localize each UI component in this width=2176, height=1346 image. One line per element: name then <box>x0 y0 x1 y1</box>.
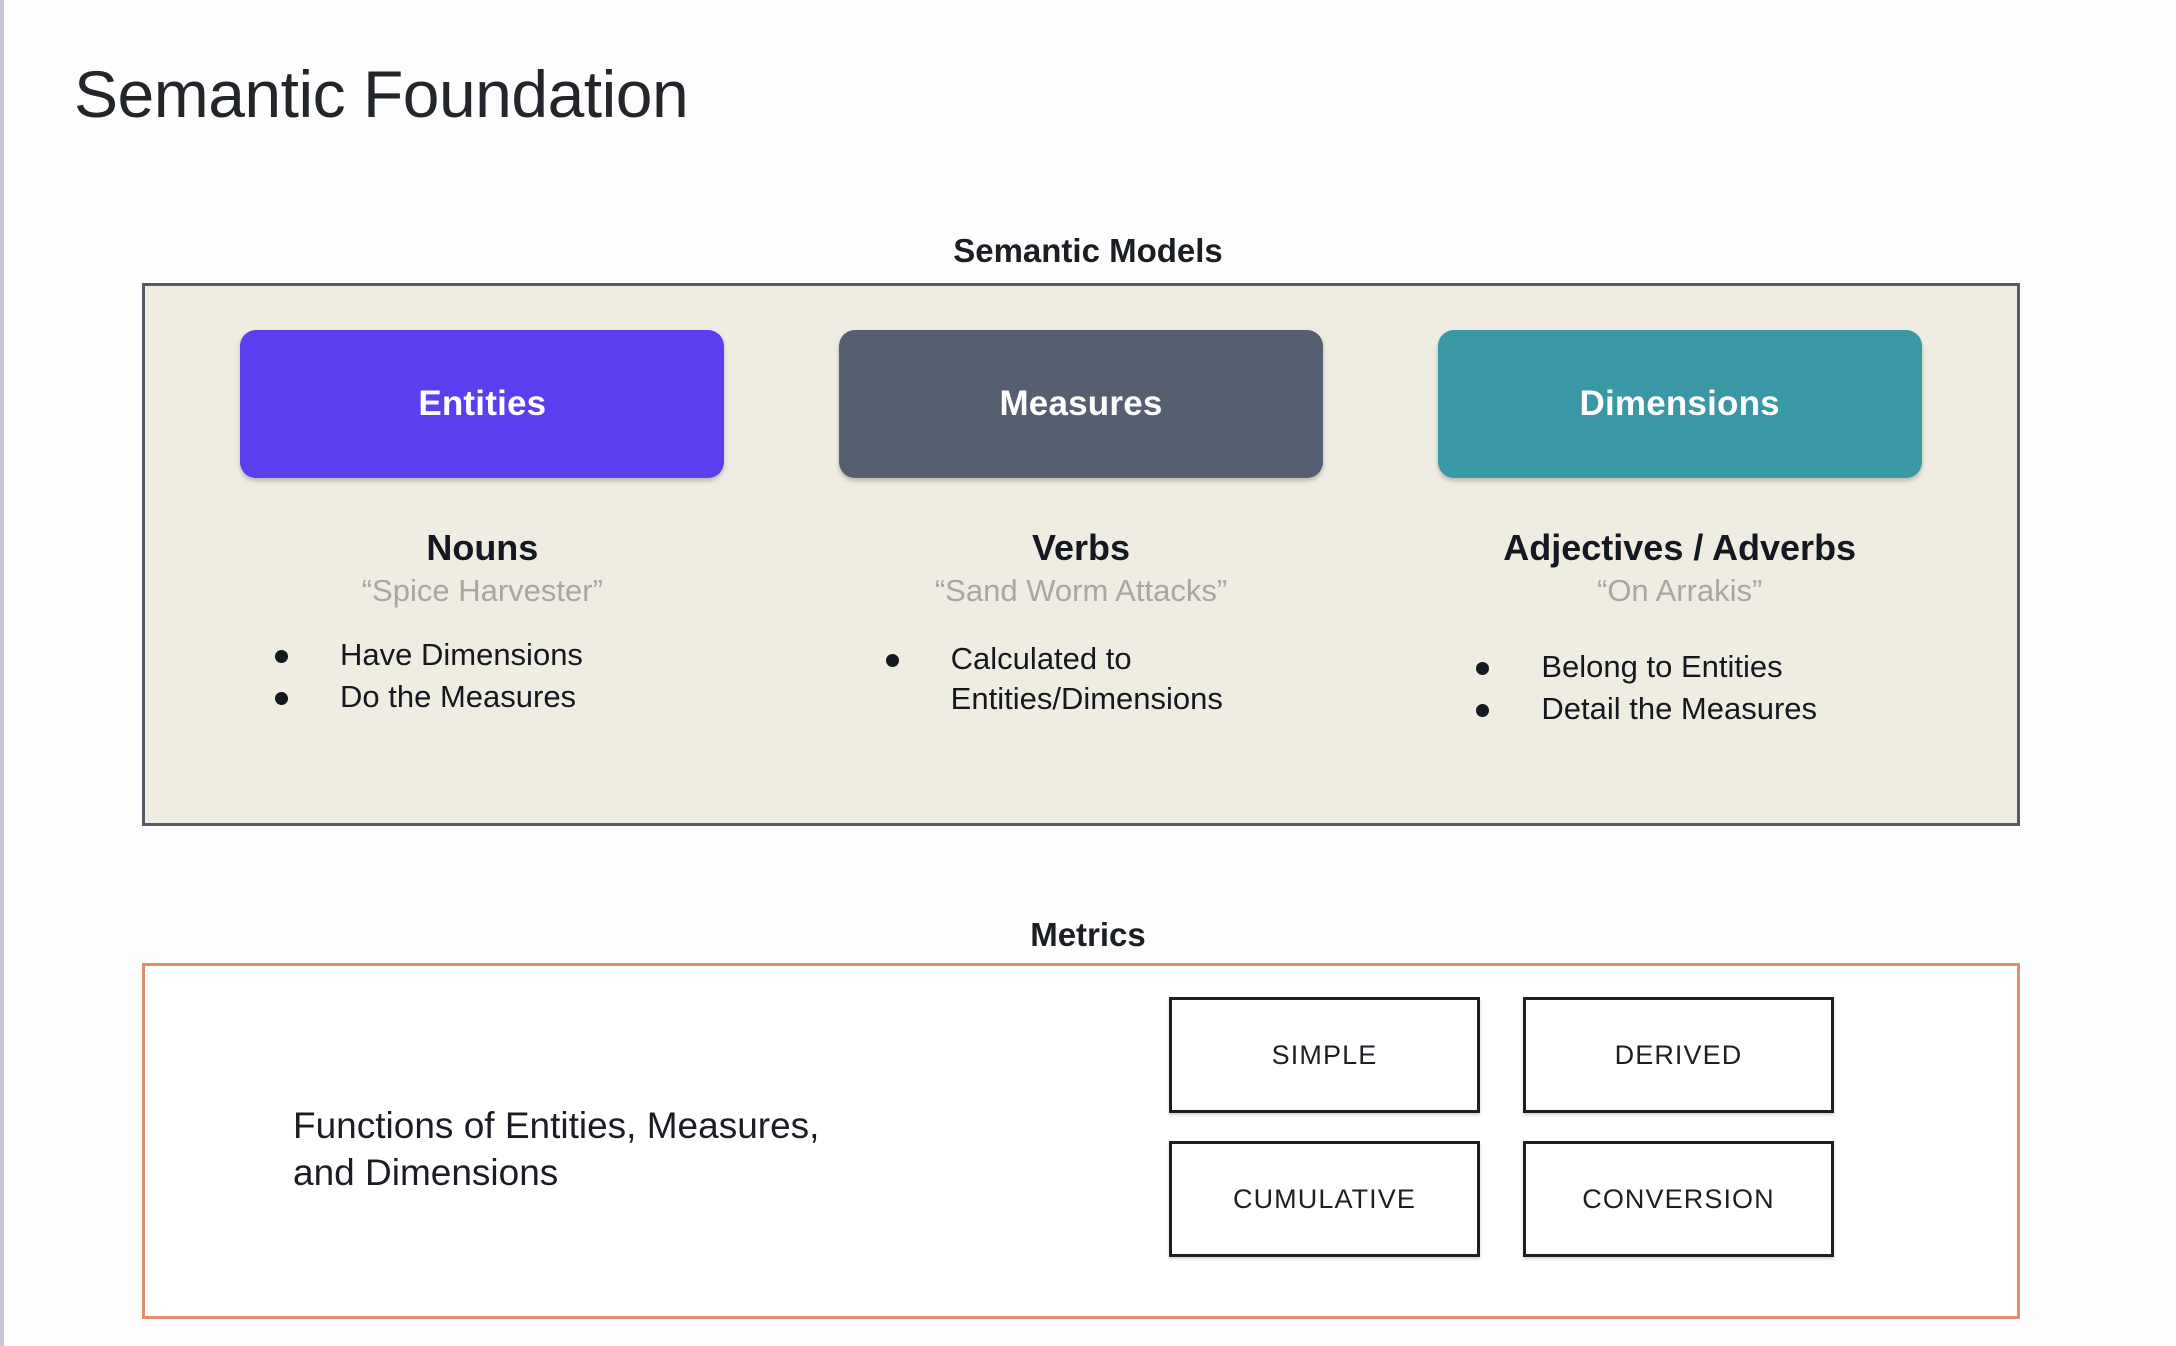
page-title: Semantic Foundation <box>74 57 689 131</box>
bullet-dot-icon <box>1476 661 1490 675</box>
dimensions-example: “On Arrakis” <box>1597 572 1763 608</box>
metric-type-conversion[interactable]: CONVERSION <box>1523 1141 1834 1257</box>
metrics-panel: Functions of Entities, Measures, and Dim… <box>142 963 2020 1319</box>
semantic-models-caption: Semantic Models <box>953 232 1223 269</box>
bullet-dot-icon <box>1476 704 1490 718</box>
dimensions-bullet-list: Belong to Entities Detail the Measures <box>1380 647 1979 732</box>
entities-example: “Spice Harvester” <box>361 572 603 608</box>
list-item: Do the Measures <box>275 677 576 717</box>
measures-part-of-speech: Verbs <box>1031 527 1131 568</box>
metrics-description: Functions of Entities, Measures, and Dim… <box>293 1105 820 1194</box>
entities-bullet-1: Do the Measures <box>340 679 577 715</box>
metric-type-cumulative[interactable]: CUMULATIVE <box>1169 1141 1480 1257</box>
bullet-dot-icon <box>275 692 288 706</box>
entities-pill[interactable]: Entities <box>240 330 725 478</box>
measures-pill[interactable]: Measures <box>839 330 1323 478</box>
bullet-dot-icon <box>885 653 899 667</box>
dimensions-pill[interactable]: Dimensions <box>1437 330 1922 478</box>
metrics-type-grid: SIMPLE DERIVED CUMULATIVE CONVERSION <box>1169 997 1834 1257</box>
bullet-dot-icon <box>275 649 288 663</box>
entities-part-of-speech: Nouns <box>426 527 539 568</box>
list-item: Calculated to Entities/Dimensions <box>885 639 1223 720</box>
semantic-column-dimensions: Dimensions Adjectives / Adverbs “On Arra… <box>1380 330 1979 747</box>
list-item: Have Dimensions <box>275 635 583 675</box>
dimensions-bullet-0: Belong to Entities <box>1541 648 1783 684</box>
semantic-column-entities: Entities Nouns “Spice Harvester” Have Di… <box>183 330 782 735</box>
entities-bullet-0: Have Dimensions <box>340 636 583 672</box>
metric-type-derived[interactable]: DERIVED <box>1523 997 1834 1113</box>
left-edge-rule <box>0 0 4 1346</box>
semantic-column-measures: Measures Verbs “Sand Worm Attacks” Calcu… <box>782 330 1381 737</box>
dimensions-part-of-speech: Adjectives / Adverbs <box>1503 527 1857 568</box>
measures-bullet-list: Calculated to Entities/Dimensions <box>782 639 1381 722</box>
semantic-models-columns: Entities Nouns “Spice Harvester” Have Di… <box>145 286 2017 823</box>
metric-type-simple[interactable]: SIMPLE <box>1169 997 1480 1113</box>
semantic-models-panel: Entities Nouns “Spice Harvester” Have Di… <box>142 283 2020 826</box>
metrics-caption: Metrics <box>1030 916 1146 953</box>
list-item: Detail the Measures <box>1476 689 1817 729</box>
measures-example: “Sand Worm Attacks” <box>934 572 1228 608</box>
measures-bullet-0: Calculated to Entities/Dimensions <box>950 640 1223 717</box>
list-item: Belong to Entities <box>1476 647 1783 687</box>
dimensions-bullet-1: Detail the Measures <box>1541 691 1818 727</box>
entities-bullet-list: Have Dimensions Do the Measures <box>183 635 782 720</box>
